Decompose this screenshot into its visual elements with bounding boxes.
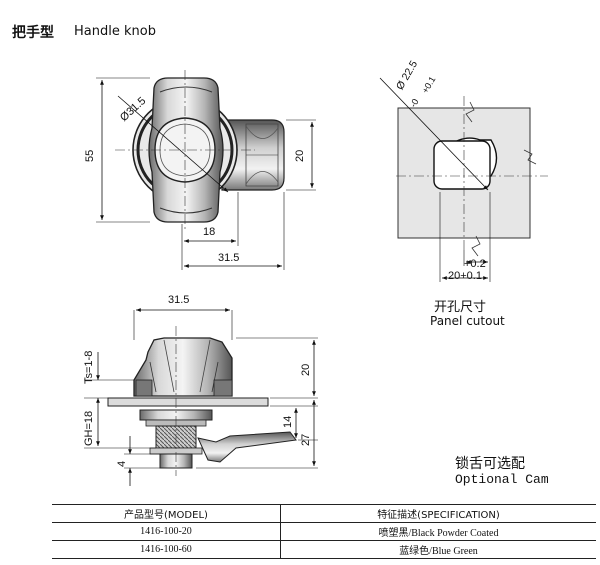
top-width-label: 31.5 <box>218 252 240 264</box>
side-head-height-label: 20 <box>300 363 312 376</box>
ts-range-label: Ts=1-8 <box>83 350 95 384</box>
table-header-row: 产品型号(MODEL) 特征描述(SPECIFICATION) <box>52 504 596 523</box>
model-cell: 1416-100-20 <box>52 522 281 541</box>
cutout-caption-chinese: 开孔尺寸 <box>434 300 487 315</box>
side-dim-4-label: 4 <box>116 460 128 467</box>
spec-cell: 喷塑黑/Black Powder Coated <box>279 522 596 541</box>
table-row: 1416-100-60 蓝绿色/Blue Green <box>52 540 596 559</box>
gh-label: GH=18 <box>83 410 95 446</box>
spec-cell: 蓝绿色/Blue Green <box>279 540 596 559</box>
cutout-flat-tolerance: +0.2 <box>464 258 486 270</box>
model-column-header: 产品型号(MODEL) <box>52 504 281 523</box>
title-english: Handle knob <box>74 24 156 39</box>
title-chinese: 把手型 <box>12 25 54 41</box>
spec-column-header: 特征描述(SPECIFICATION) <box>279 504 596 523</box>
side-view <box>84 308 318 486</box>
table-row: 1416-100-20 喷塑黑/Black Powder Coated <box>52 522 596 541</box>
top-thickness-label: 20 <box>294 149 306 162</box>
top-view <box>96 70 316 270</box>
cam-caption-chinese: 锁舌可选配 <box>455 456 525 472</box>
side-dim-14-label: 14 <box>282 415 294 428</box>
top-offset-label: 18 <box>203 226 216 238</box>
top-height-label: 55 <box>84 149 96 162</box>
cam-caption-english: Optional Cam <box>455 472 549 487</box>
side-width-label: 31.5 <box>168 294 190 306</box>
cutout-width-label: 20+0.1 <box>448 270 482 282</box>
panel-cutout-view <box>379 77 548 282</box>
cutout-caption-english: Panel cutout <box>430 314 505 328</box>
side-dim-27-label: 27 <box>300 433 312 446</box>
model-spec-table: 产品型号(MODEL) 特征描述(SPECIFICATION) 1416-100… <box>52 504 596 559</box>
model-cell: 1416-100-60 <box>52 540 281 559</box>
